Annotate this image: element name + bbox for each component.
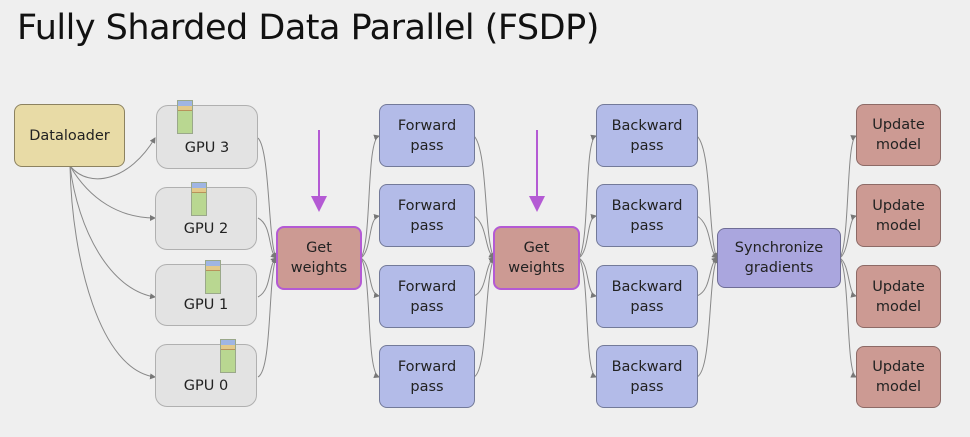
edge-getw1-fwd4	[360, 257, 380, 378]
forward-label-line1: Forward	[397, 197, 457, 214]
update-model-node: Update model	[856, 265, 941, 328]
backward-label-line2: pass	[630, 298, 664, 315]
edge-dataloader-gpu1	[69, 165, 156, 300]
gpu-label: GPU 1	[183, 297, 229, 313]
backward-label-line1: Backward	[611, 117, 683, 134]
edge-getw2-bwd2	[578, 214, 597, 259]
backward-pass-node: Backward pass	[596, 265, 698, 328]
gpu-2-node: GPU 2	[155, 187, 257, 250]
forward-label-line2: pass	[410, 378, 444, 395]
backward-label-line2: pass	[630, 137, 664, 154]
backward-label-line2: pass	[630, 378, 664, 395]
forward-pass-node: Forward pass	[379, 104, 475, 167]
edge-getw1-fwd3	[360, 257, 380, 299]
update-model-node: Update model	[856, 184, 941, 247]
edge-dataloader-gpu3	[69, 137, 156, 180]
edge-fwd2-getw2	[473, 215, 495, 259]
update-label-line2: model	[875, 379, 922, 395]
get-weights-node-1: Get weights	[276, 226, 362, 290]
forward-label-line2: pass	[410, 217, 444, 234]
get-weights-node-2: Get weights	[493, 226, 580, 290]
edge-bwd2-sync	[696, 215, 718, 259]
edge-sync-upd3	[839, 257, 857, 298]
update-label-line2: model	[875, 217, 922, 234]
update-model-node: Update model	[856, 346, 941, 408]
update-label-line1: Update	[872, 278, 925, 295]
forward-label-line2: pass	[410, 298, 444, 315]
synchronize-gradients-node: Synchronize gradients	[717, 228, 841, 288]
edge-getw2-bwd4	[578, 257, 597, 378]
gpu-2-shard-icon	[191, 182, 207, 216]
edge-fwd3-getw2	[473, 257, 495, 297]
update-label-line1: Update	[872, 117, 925, 133]
backward-label-line1: Backward	[611, 358, 683, 375]
forward-label-line1: Forward	[397, 278, 457, 295]
edge-bwd3-sync	[696, 257, 718, 297]
backward-pass-node: Backward pass	[596, 104, 698, 167]
dataloader-node: Dataloader	[14, 104, 125, 167]
get-weights-label-line2: weights	[290, 260, 348, 276]
update-label-line2: model	[875, 298, 922, 315]
edge-gpu2-getw1	[257, 217, 277, 259]
gpu-0-node: GPU 0	[155, 344, 257, 407]
edge-bwd4-sync	[696, 257, 718, 378]
sync-label-line1: Synchronize	[734, 240, 824, 256]
edge-getw1-fwd1	[360, 134, 380, 259]
edge-dataloader-gpu0	[69, 165, 156, 380]
edge-bwd1-sync	[696, 135, 718, 259]
forward-label-line2: pass	[410, 137, 444, 154]
edge-gpu0-getw1	[257, 257, 278, 378]
edge-dataloader-gpu2	[69, 165, 156, 221]
gpu-3-shard-icon	[177, 100, 193, 134]
backward-label-line1: Backward	[611, 197, 683, 214]
update-label-line1: Update	[872, 359, 925, 375]
get-weights-label-line2: weights	[508, 260, 565, 276]
edge-sync-upd2	[839, 214, 857, 259]
forward-label-line1: Forward	[397, 117, 457, 134]
gpu-label: GPU 2	[183, 221, 229, 237]
forward-label-line1: Forward	[397, 358, 457, 375]
sync-label-line2: gradients	[744, 260, 814, 276]
gpu-label: GPU 3	[184, 140, 230, 156]
backward-label-line2: pass	[630, 217, 664, 234]
edge-gpu1-getw1	[257, 257, 277, 298]
edge-fwd1-getw2	[473, 135, 495, 259]
forward-pass-node: Forward pass	[379, 184, 475, 247]
edge-gpu3-getw1	[257, 137, 277, 259]
backward-pass-node: Backward pass	[596, 184, 698, 247]
edge-fwd4-getw2	[473, 257, 495, 378]
backward-label-line1: Backward	[611, 278, 683, 295]
update-model-node: Update model	[856, 104, 941, 166]
forward-pass-node: Forward pass	[379, 345, 475, 408]
gpu-1-shard-icon	[205, 260, 221, 294]
get-weights-label-line1: Get	[523, 240, 550, 256]
gpu-0-shard-icon	[220, 339, 236, 373]
update-label-line1: Update	[872, 197, 925, 214]
page-title: Fully Sharded Data Parallel (FSDP)	[17, 8, 599, 48]
gpu-3-node: GPU 3	[156, 105, 258, 169]
get-weights-label-line1: Get	[306, 240, 332, 256]
edge-sync-upd1	[839, 135, 857, 259]
update-label-line2: model	[875, 137, 922, 153]
dataloader-label: Dataloader	[29, 127, 110, 144]
gpu-label: GPU 0	[183, 378, 229, 394]
edge-getw1-fwd2	[360, 213, 380, 259]
edge-getw2-bwd1	[578, 134, 597, 259]
edge-sync-upd4	[839, 257, 857, 378]
backward-pass-node: Backward pass	[596, 345, 698, 408]
forward-pass-node: Forward pass	[379, 265, 475, 328]
edge-getw2-bwd3	[578, 257, 597, 298]
